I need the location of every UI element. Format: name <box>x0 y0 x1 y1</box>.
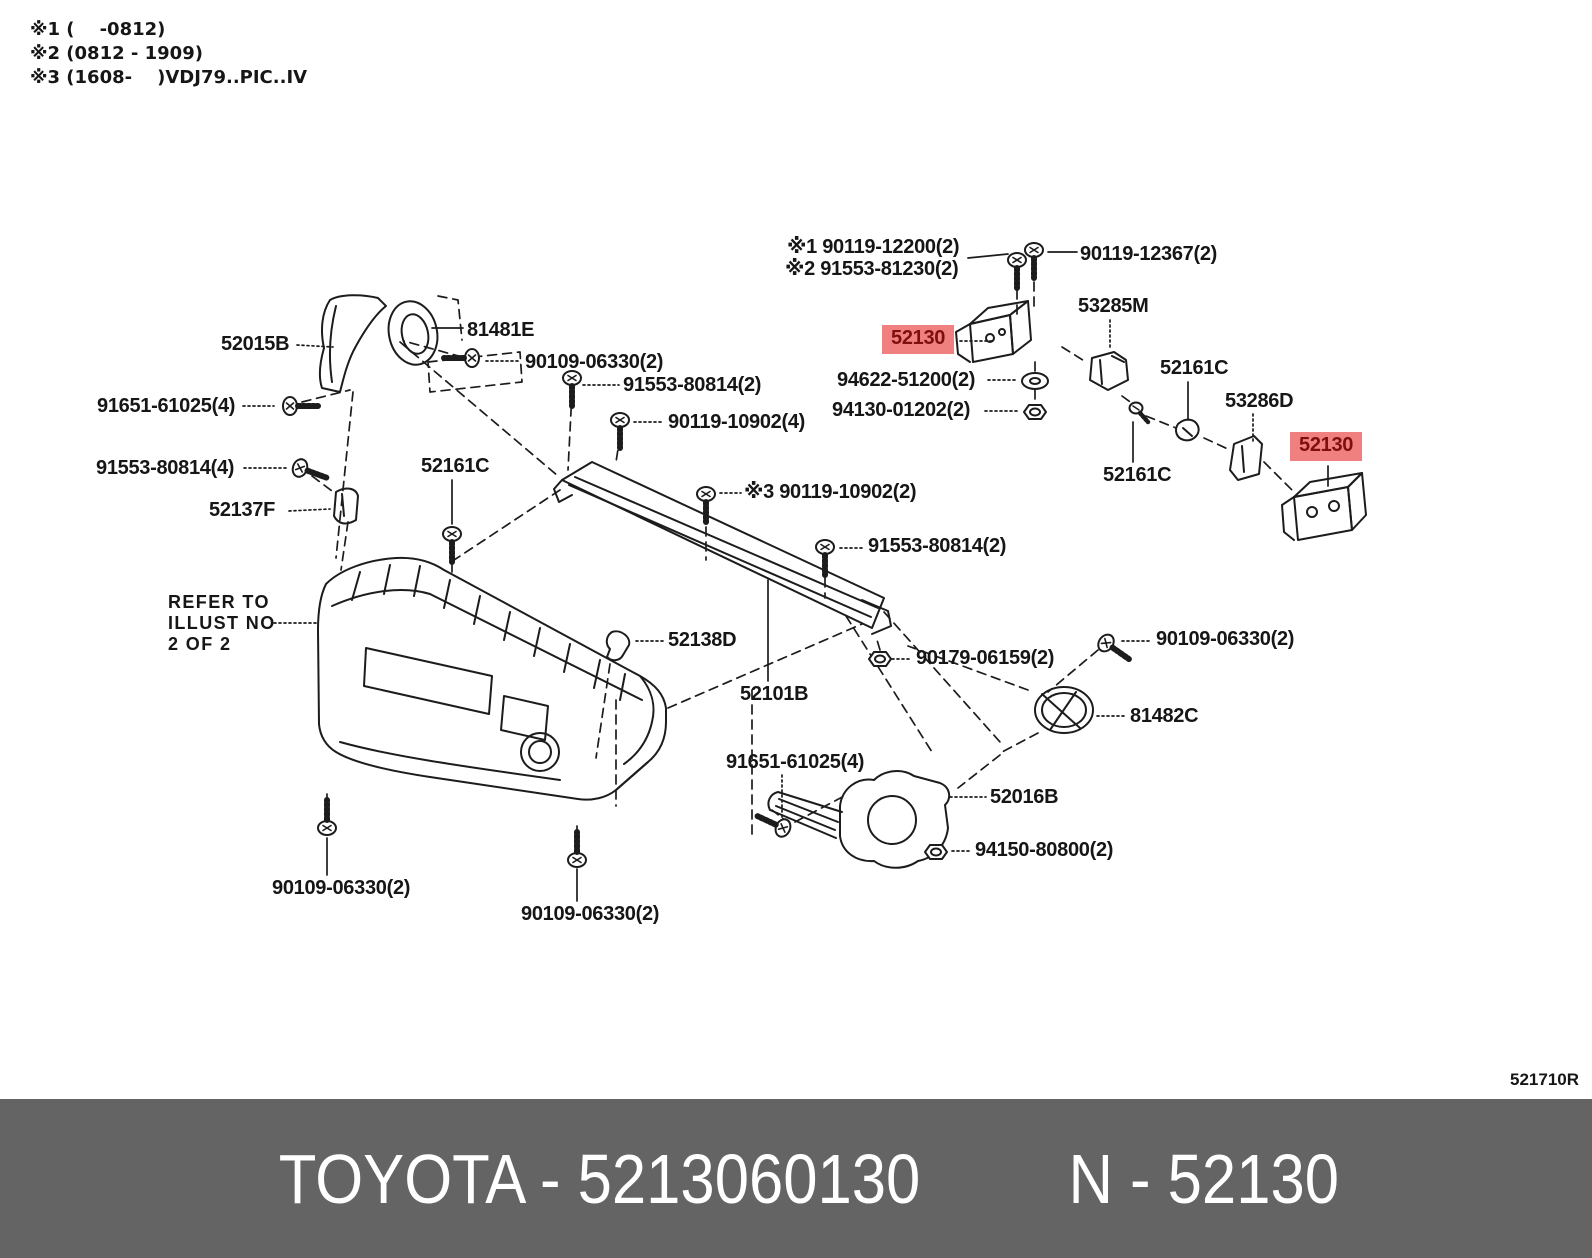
bolt-glyph <box>283 397 318 415</box>
bolt-glyph <box>816 540 834 575</box>
part-label: ※1 90119-12200(2) <box>787 236 960 258</box>
note-line-1: ※1 ( -0812) <box>30 19 166 40</box>
bracket-52130-right <box>1281 472 1367 541</box>
fog-lamp-cover-81481e <box>387 300 439 366</box>
bumper-cover-drawing <box>317 556 667 801</box>
part-label: 90119-10902(4) <box>668 411 806 433</box>
diagram-reference-code: 521710R <box>1510 1070 1580 1089</box>
bracket-53286d <box>1229 435 1263 481</box>
part-label: 52161C <box>1160 357 1229 379</box>
part-label: 52016B <box>990 786 1059 808</box>
part-label: REFER TO ILLUST NO 2 OF 2 <box>168 592 276 654</box>
bumper-reinforcement-drawing <box>553 461 892 635</box>
part-label: 81482C <box>1130 705 1199 727</box>
diagram-line-art <box>242 0 1367 902</box>
apron-52016b <box>767 770 951 869</box>
footer-part-code: TOYOTA - 5213060130 <box>278 1139 921 1218</box>
part-label-highlighted[interactable]: 52130 <box>1290 432 1363 461</box>
part-label: 90109-06330(2) <box>525 351 664 373</box>
part-label: 90179-06159(2) <box>916 647 1055 669</box>
footer-banner: TOYOTA - 5213060130 N - 52130 <box>0 1099 1592 1258</box>
part-label: 90109-06330(2) <box>521 903 660 925</box>
fog-lamp-81482c <box>1034 686 1094 734</box>
part-label: 52138D <box>668 629 737 651</box>
part-label: 90109-06330(2) <box>1156 628 1295 650</box>
screw-glyph <box>1130 403 1149 423</box>
part-label: 94150-80800(2) <box>975 839 1114 861</box>
part-label: 91553-80814(4) <box>96 457 235 479</box>
bolt-glyph <box>1025 243 1043 278</box>
part-label: 91651-61025(4) <box>726 751 865 773</box>
part-label: 52137F <box>209 499 276 521</box>
part-label: 91651-61025(4) <box>97 395 236 417</box>
bracket-53285m <box>1089 351 1129 391</box>
bumper-brackets-drawing <box>318 294 1367 869</box>
bracket-52015b <box>318 294 387 393</box>
clip-52161c <box>1175 418 1200 442</box>
note-line-3: ※3 (1608- )VDJ79..PIC..IV <box>30 67 308 88</box>
part-label: 52015B <box>221 333 290 355</box>
bracket-52130-center <box>955 300 1032 363</box>
bolt-glyph <box>444 349 479 367</box>
clip-52138d <box>605 630 631 662</box>
diagram-notes: ※1 ( -0812) ※2 (0812 - 1909) ※3 (1608- )… <box>30 18 307 90</box>
nut-glyph <box>1023 404 1047 420</box>
part-label: 53286D <box>1225 390 1294 412</box>
part-label: 90109-06330(2) <box>272 877 411 899</box>
bolt-glyph <box>290 457 329 486</box>
bolt-glyph <box>318 800 336 835</box>
part-label-highlighted[interactable]: 52130 <box>882 325 955 354</box>
bolt-glyph <box>1095 632 1134 667</box>
part-label: 91553-80814(2) <box>868 535 1007 557</box>
bolt-glyph <box>611 413 629 448</box>
bolt-glyph <box>568 832 586 867</box>
nut-glyph <box>868 651 892 667</box>
part-label: ※3 90119-10902(2) <box>744 481 917 503</box>
part-label: 52161C <box>1103 464 1172 486</box>
washer-glyph <box>1021 372 1049 390</box>
bolt-glyph <box>754 808 793 839</box>
bracket-52137f <box>333 487 359 525</box>
note-line-2: ※2 (0812 - 1909) <box>30 43 203 64</box>
part-label: 52161C <box>421 455 490 477</box>
part-label: ※2 91553-81230(2) <box>785 258 959 280</box>
bolt-glyph <box>1008 253 1026 288</box>
bolt-glyph <box>563 371 581 406</box>
footer-catalog-code: N - 52130 <box>1068 1139 1339 1218</box>
leader-lines <box>242 251 1329 902</box>
part-label: 52101B <box>740 683 809 705</box>
part-label: 81481E <box>467 319 535 341</box>
bolt-glyph <box>697 487 715 522</box>
part-label: 53285M <box>1078 295 1149 317</box>
part-label: 94622-51200(2) <box>837 369 976 391</box>
nut-glyph <box>924 844 948 860</box>
part-label: 94130-01202(2) <box>832 399 971 421</box>
part-label: 91553-80814(2) <box>623 374 762 396</box>
part-label: 90119-12367(2) <box>1080 243 1218 265</box>
